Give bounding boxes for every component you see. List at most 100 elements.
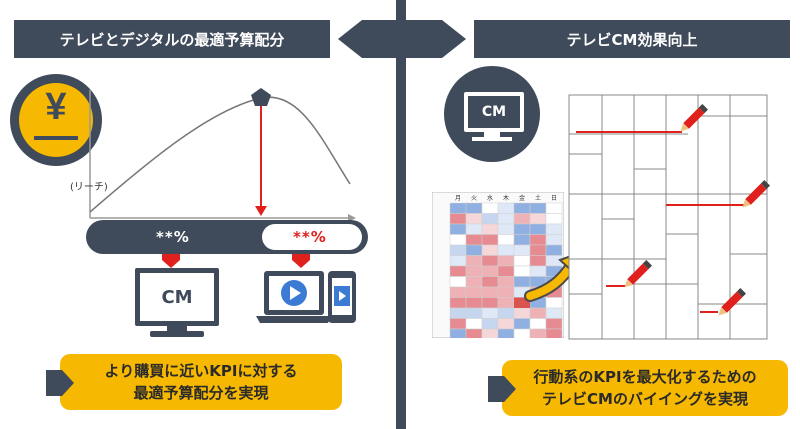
heatmap-cell — [529, 213, 547, 225]
heatmap-cell — [465, 318, 483, 330]
heatmap-cell — [465, 276, 483, 288]
heatmap-cell — [545, 223, 563, 235]
reach-curve-chart — [89, 88, 356, 222]
heatmap-cell — [465, 297, 483, 309]
heatmap-cell — [513, 328, 531, 338]
heatmap-cell — [465, 202, 483, 214]
left-sign-arrow — [338, 20, 396, 58]
heatmap-cell — [497, 202, 515, 214]
heatmap-cell — [465, 286, 483, 298]
digital-share-value: **% — [293, 228, 327, 246]
heatmap-cell — [497, 265, 515, 277]
heatmap-cell — [449, 328, 467, 338]
heatmap-cell — [513, 213, 531, 225]
heatmap-cell — [481, 213, 499, 225]
heatmap-cell — [497, 276, 515, 288]
pencil-icon — [624, 259, 653, 288]
heatmap-cell — [529, 202, 547, 214]
yen-symbol: ¥ — [45, 86, 67, 128]
peak-marker — [251, 88, 271, 106]
left-banner-chevron — [46, 370, 74, 396]
heatmap-cell — [481, 223, 499, 235]
tv-monitor-icon: CM — [135, 268, 219, 326]
heatmap-cell — [497, 297, 515, 309]
digital-share-segment — [262, 224, 362, 250]
heatmap-cell — [529, 328, 547, 338]
heatmap-cell — [481, 244, 499, 256]
heatmap-cell — [513, 318, 531, 330]
budget-split-bar: **% **% — [86, 220, 368, 254]
heatmap-cell — [545, 213, 563, 225]
heatmap-cell — [449, 276, 467, 288]
heatmap-cell — [449, 318, 467, 330]
right-header-sign: テレビCM効果向上 — [474, 20, 790, 58]
right-banner-line2: テレビCMのバイイングを実現 — [542, 390, 748, 408]
tv-share-value: **% — [156, 228, 190, 246]
heatmap-cell — [497, 318, 515, 330]
heatmap-day-label: 金 — [519, 194, 525, 202]
heatmap-cell — [481, 328, 499, 338]
left-banner-line2: 最適予算配分を実現 — [133, 384, 269, 402]
right-result-banner: 行動系のKPIを最大化するための テレビCMのバイイングを実現 — [502, 360, 788, 416]
yen-coin-icon: ¥ — [10, 74, 102, 166]
heatmap-cell — [513, 223, 531, 235]
heatmap-day-label: 土 — [535, 194, 541, 202]
pencil-icon — [680, 103, 709, 132]
left-banner-line1: より購買に近いKPIに対する — [104, 362, 298, 380]
heatmap-cell — [449, 286, 467, 298]
cm-circle-label: CM — [481, 104, 507, 120]
right-banner-chevron — [488, 376, 516, 402]
heatmap-cell — [497, 213, 515, 225]
heatmap-day-label: 月 — [455, 195, 461, 202]
heatmap-day-label: 日 — [551, 195, 557, 202]
heatmap-cell — [449, 255, 467, 267]
heatmap-day-label: 火 — [471, 195, 477, 202]
heatmap-day-label: 水 — [487, 194, 493, 202]
heatmap-cell — [481, 297, 499, 309]
heatmap-cell — [545, 307, 563, 319]
heatmap-cell — [465, 213, 483, 225]
heatmap-cell — [529, 223, 547, 235]
right-banner-line1: 行動系のKPIを最大化するための — [533, 368, 757, 386]
heatmap-cell — [497, 244, 515, 256]
heatmap-cell — [545, 234, 563, 246]
heatmap-cell — [449, 223, 467, 235]
left-result-banner: より購買に近いKPIに対する 最適予算配分を実現 — [60, 354, 342, 410]
heatmap-cell — [497, 234, 515, 246]
heatmap-cell — [497, 223, 515, 235]
heatmap-cell — [497, 286, 515, 298]
heatmap-cell — [481, 265, 499, 277]
heatmap-cell — [545, 328, 563, 338]
tv-label: CM — [161, 286, 193, 308]
tv-connector-arrow — [162, 254, 180, 268]
right-sign-arrow — [406, 20, 466, 58]
heatmap-peak-cell — [514, 297, 530, 308]
heatmap-cell — [449, 297, 467, 309]
heatmap-cell — [481, 276, 499, 288]
heatmap-cell — [465, 307, 483, 319]
laptop-phone-icon — [256, 271, 356, 323]
heatmap-cell — [497, 328, 515, 338]
heatmap-cell — [481, 202, 499, 214]
cm-circle-icon: CM — [444, 66, 540, 162]
heatmap-cell — [529, 318, 547, 330]
left-header-sign: テレビとデジタルの最適予算配分 — [14, 20, 330, 58]
heatmap-day-label: 木 — [503, 194, 509, 202]
heatmap-cell — [465, 244, 483, 256]
right-header-title: テレビCM効果向上 — [566, 30, 698, 49]
heatmap-cell — [449, 234, 467, 246]
heatmap-cell — [497, 307, 515, 319]
heatmap-cell — [481, 318, 499, 330]
heatmap-cell — [545, 318, 563, 330]
heatmap-cell — [481, 307, 499, 319]
reach-curve — [89, 96, 351, 213]
heatmap-cell — [449, 213, 467, 225]
heatmap-cell — [449, 202, 467, 214]
heatmap-cell — [449, 265, 467, 277]
heatmap-cell — [545, 202, 563, 214]
left-header-title: テレビとデジタルの最適予算配分 — [59, 30, 285, 49]
heatmap-cell — [465, 223, 483, 235]
heatmap-cell — [513, 202, 531, 214]
heatmap-cell — [449, 307, 467, 319]
heatmap-cell — [465, 265, 483, 277]
